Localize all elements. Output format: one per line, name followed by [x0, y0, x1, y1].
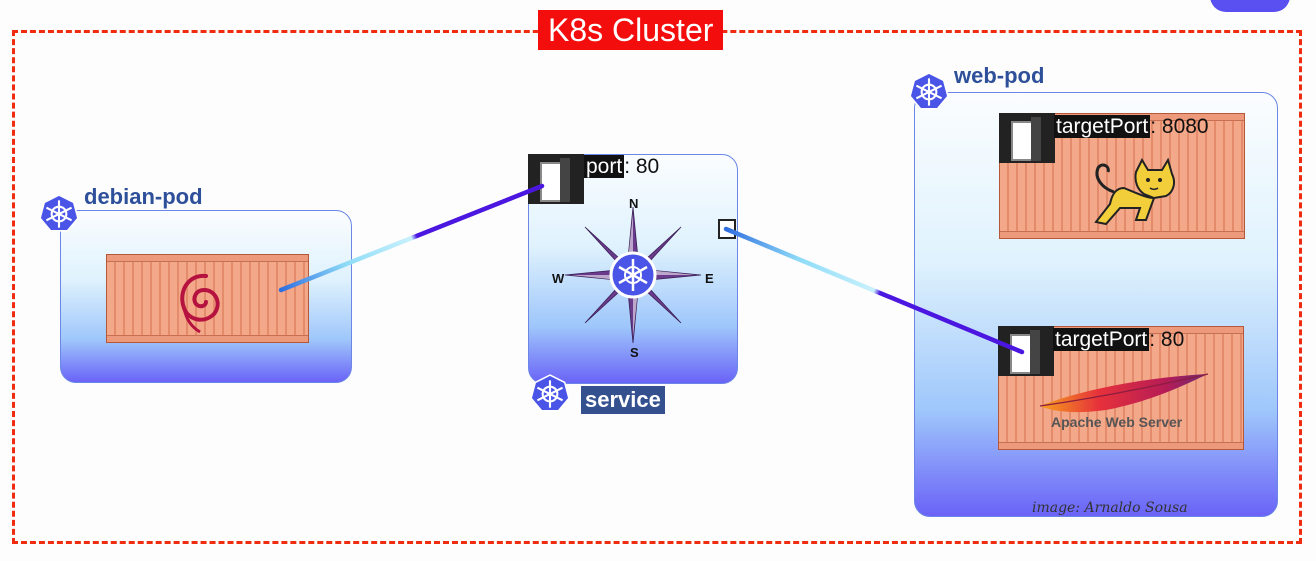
- compass-west: W: [552, 271, 565, 286]
- kubernetes-icon: [909, 72, 949, 110]
- service-port-key: port: [584, 155, 625, 178]
- compass-south: S: [630, 345, 639, 360]
- tomcat-cat-icon: [1094, 158, 1175, 226]
- service-label: service: [581, 386, 665, 414]
- debian-swirl-icon: [180, 273, 220, 334]
- corner-tab: [1210, 0, 1290, 12]
- compass-north: N: [629, 196, 639, 211]
- apache-port-key: targetPort: [1053, 328, 1150, 351]
- service-port-label: port: 80: [584, 155, 659, 179]
- service-target-port-icon: [718, 219, 736, 239]
- web-pod-label: web-pod: [954, 63, 1045, 88]
- compass-rose-icon: [564, 206, 702, 344]
- compass-east: E: [705, 271, 714, 286]
- tomcat-port-door-icon: [999, 113, 1055, 163]
- apache-feather-icon: [1039, 373, 1209, 413]
- apache-port-label: targetPort: 80: [1053, 328, 1184, 352]
- kubernetes-icon: [39, 194, 79, 232]
- apache-port-door-icon: [998, 326, 1054, 376]
- kubernetes-icon: [530, 374, 570, 412]
- apache-caption: Apache Web Server: [1051, 414, 1183, 430]
- service-port-value: : 80: [624, 155, 660, 178]
- tomcat-port-key: targetPort: [1054, 115, 1151, 138]
- cluster-title: K8s Cluster: [538, 10, 724, 50]
- tomcat-port-label: targetPort: 8080: [1054, 115, 1209, 139]
- service-port-door-icon: [528, 154, 584, 204]
- apache-port-value: : 80: [1149, 328, 1185, 351]
- image-credit: image: Arnaldo Sousa: [1032, 500, 1188, 516]
- debian-pod-label: debian-pod: [84, 184, 203, 209]
- debian-container: [106, 254, 309, 343]
- tomcat-port-value: : 8080: [1150, 115, 1209, 138]
